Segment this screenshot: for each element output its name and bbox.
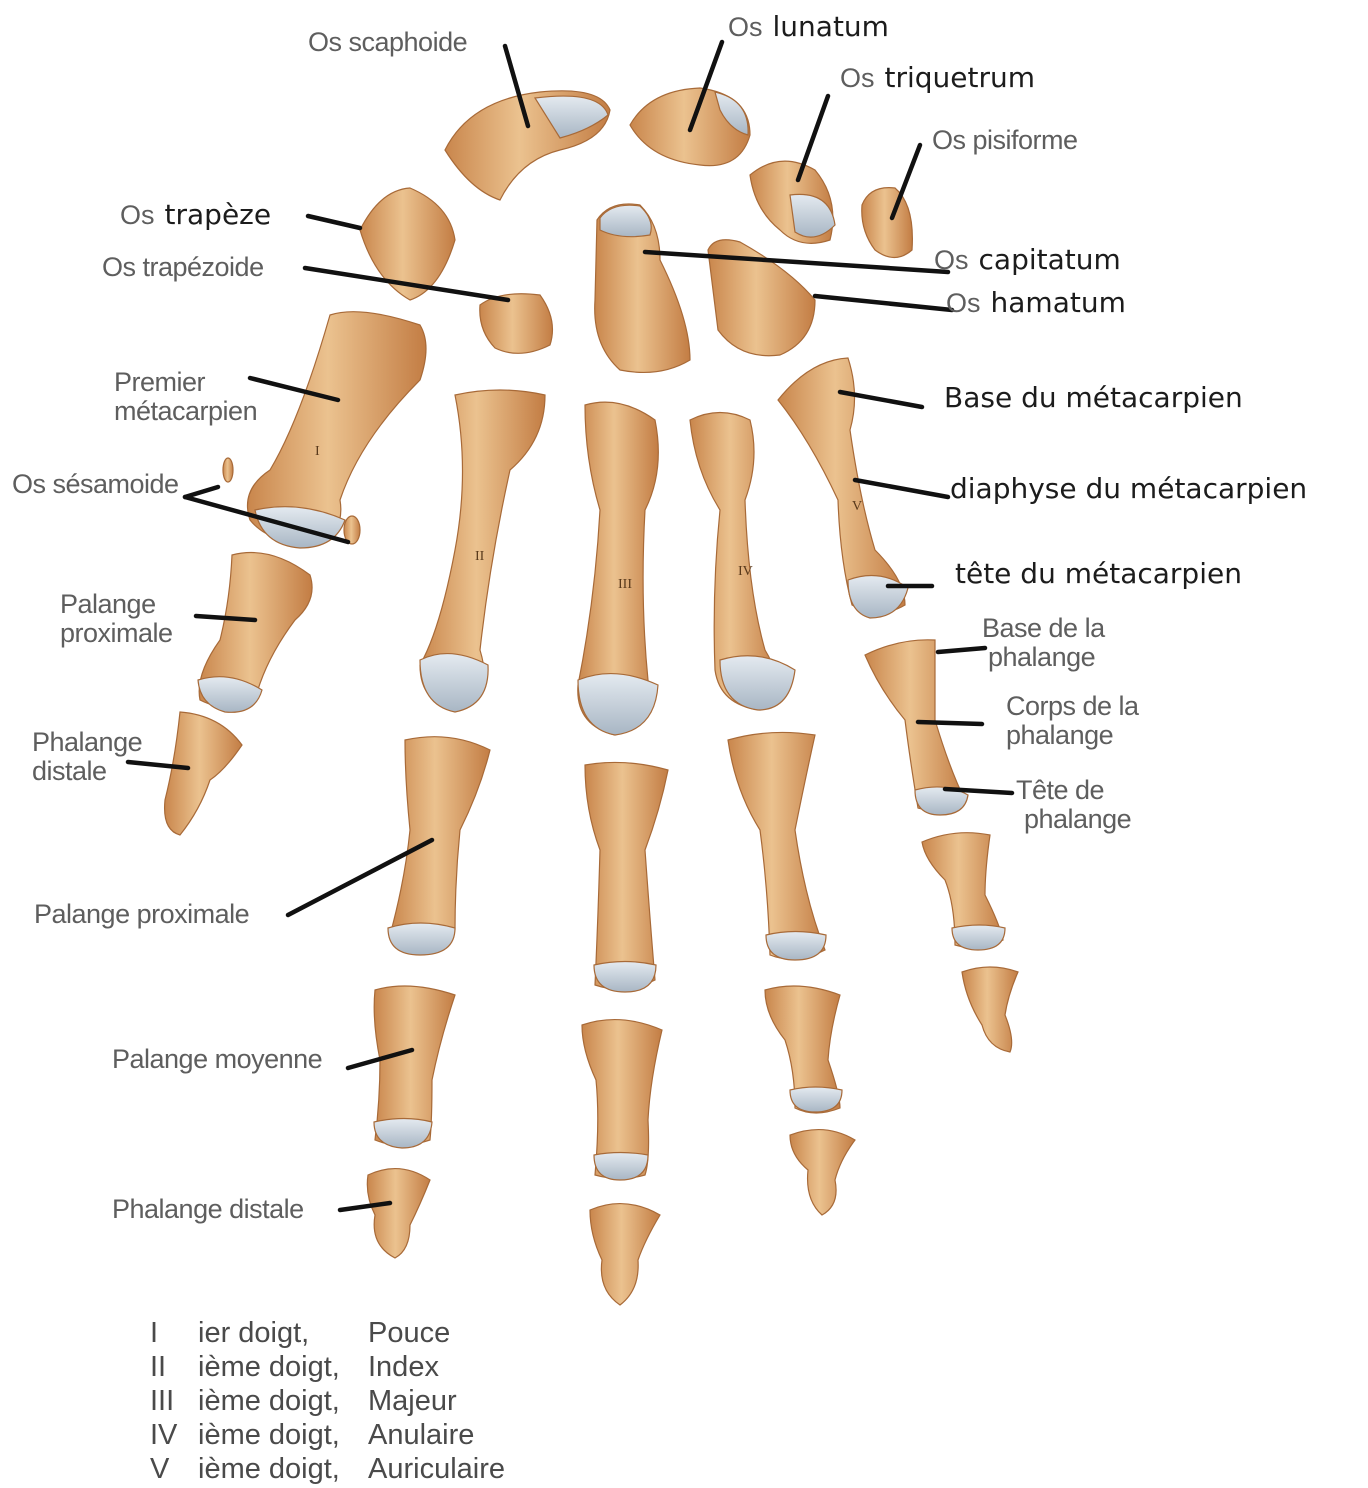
legend-finger-name: Pouce [368,1316,450,1350]
leader-sesamoide-a [185,487,218,497]
middle-proximal-phalanx [585,762,668,992]
label-thumb-proximal-line2: proximale [60,619,173,648]
label-os-pisiforme: Os pisiforme [932,126,1078,155]
label-base-phalange-line2: phalange [982,643,1105,672]
label-os-lunatum: Os lunatum [728,12,889,42]
label-base-phalange-line1: Base de la [982,614,1105,643]
ring-middle-phalanx [765,986,842,1113]
roman-mark-v: V [852,499,862,514]
capitate-bone [595,204,690,372]
thumb-distal-phalanx [165,712,242,835]
label-os-sesamoide: Os sésamoide [12,470,179,499]
leader-corps-phalange [918,722,982,724]
label-thumb-distal-line2: distale [32,757,142,786]
middle-middle-phalanx [582,1020,662,1180]
index-proximal-phalanx [388,737,490,955]
legend-finger-name: Anulaire [368,1418,474,1452]
legend-finger-name: Auriculaire [368,1452,505,1486]
legend-row: V ième doigt, Auriculaire [150,1452,505,1486]
legend-numeral: I [150,1316,198,1350]
little-middle-phalanx [922,833,1005,950]
legend-numeral: V [150,1452,198,1486]
legend-ordinal: ième doigt, [198,1384,368,1418]
little-distal-phalanx [962,967,1018,1052]
roman-mark-iv: IV [738,564,753,579]
legend-numeral: II [150,1350,198,1384]
leader-hamatum [815,296,952,310]
trapezoid-bone [480,294,553,354]
legend-finger-name: Index [368,1350,439,1384]
label-thumb-distal-line1: Phalange [32,728,142,757]
label-tete-phalange-line2: phalange [1016,805,1131,834]
label-palange-moyenne: Palange moyenne [112,1045,322,1074]
label-diaphyse-metacarpien: diaphyse du métacarpien [950,474,1307,503]
label-trapeze-name: trapèze [165,198,272,231]
legend-ordinal: ième doigt, [198,1452,368,1486]
label-os-scaphoide: Os scaphoide [308,28,467,57]
label-tete-metacarpien: tête du métacarpien [955,559,1242,588]
middle-distal-phalanx [590,1204,660,1305]
label-thumb-proximal-line1: Palange [60,590,173,619]
label-corps-phalange-line1: Corps de la [1006,692,1139,721]
ring-proximal-phalanx [728,732,826,960]
label-os-trapeze: Os trapèze [120,200,271,230]
label-os-prefix: Os [934,245,969,275]
label-premier-line2: métacarpien [114,397,257,426]
fourth-metacarpal [690,413,795,711]
label-os-prefix: Os [728,12,763,42]
label-base-phalange: Base de la phalange [982,614,1105,672]
label-phalange-distale: Phalange distale [112,1195,304,1224]
label-premier-line1: Premier [114,368,257,397]
roman-mark-i: I [315,444,320,459]
legend-ordinal: ier doigt, [198,1316,368,1350]
label-os-prefix: Os [946,288,981,318]
label-base-metacarpien: Base du métacarpien [944,383,1243,412]
legend-numeral: IV [150,1418,198,1452]
legend-row: I ier doigt, Pouce [150,1316,505,1350]
label-premier-metacarpien: Premier métacarpien [114,368,257,426]
legend-finger-name: Majeur [368,1384,457,1418]
label-lunatum-name: lunatum [773,10,889,43]
roman-mark-iii: III [618,577,632,592]
leader-diaphyse [855,480,948,497]
legend-row: III ième doigt, Majeur [150,1384,505,1418]
label-os-hamatum: Os hamatum [946,288,1126,318]
legend-numeral: III [150,1384,198,1418]
label-os-trapezoide: Os trapézoide [102,253,264,282]
legend-ordinal: ième doigt, [198,1350,368,1384]
label-palange-proximale: Palange proximale [34,900,249,929]
thumb-proximal-phalanx [198,553,312,713]
first-metacarpal [248,312,427,548]
leader-base-phalange [938,648,985,652]
third-metacarpal [578,402,659,735]
label-triquetrum-name: triquetrum [885,61,1036,94]
label-capitatum-name: capitatum [979,243,1121,276]
roman-mark-ii: II [475,549,485,564]
label-thumb-proximal-phalanx: Palange proximale [60,590,173,648]
label-os-prefix: Os [840,63,875,93]
label-tete-phalange: Tête de phalange [1016,776,1131,834]
index-distal-phalanx [367,1169,430,1258]
label-os-capitatum: Os capitatum [934,245,1121,275]
index-middle-phalanx [374,986,455,1148]
legend-row: IV ième doigt, Anulaire [150,1418,505,1452]
leader-triquetrum [798,96,828,180]
label-hamatum-name: hamatum [991,286,1126,319]
finger-legend: I ier doigt, Pouce II ième doigt, Index … [150,1316,505,1486]
triquetrum-bone [750,161,835,243]
label-corps-phalange-line2: phalange [1006,721,1139,750]
scaphoid-bone [445,91,610,200]
ring-distal-phalanx [790,1130,855,1215]
label-thumb-distal-phalanx: Phalange distale [32,728,142,786]
label-os-prefix: Os [120,200,155,230]
legend-ordinal: ième doigt, [198,1418,368,1452]
label-os-triquetrum: Os triquetrum [840,63,1035,93]
leader-trapeze [308,216,360,228]
legend-row: II ième doigt, Index [150,1350,505,1384]
label-corps-phalange: Corps de la phalange [1006,692,1139,750]
pisiform-bone [862,188,913,258]
label-tete-phalange-line1: Tête de [1016,776,1131,805]
